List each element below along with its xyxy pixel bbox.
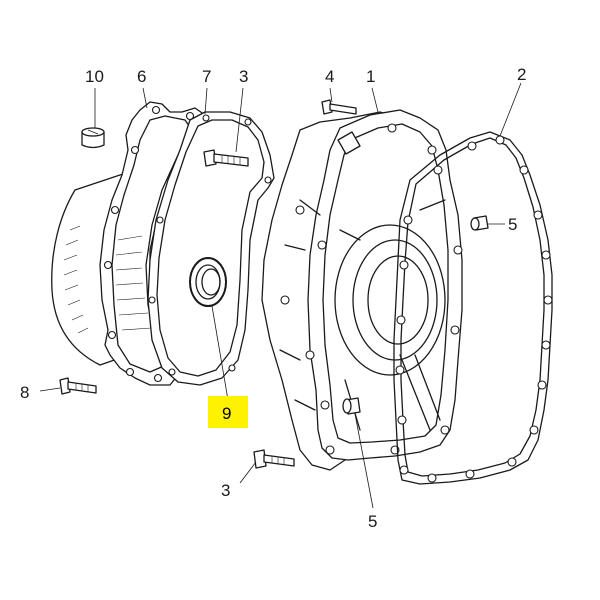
callout-3-top: 3: [239, 67, 248, 86]
part-5-dowel-right: [470, 215, 489, 231]
part-6-outer-cover: [51, 101, 206, 386]
callout-6: 6: [137, 67, 146, 86]
part-10-plug: [81, 127, 105, 149]
part-4-bolt: [321, 99, 357, 115]
part-3-bolt-lower: [253, 449, 295, 469]
callout-2: 2: [517, 65, 526, 84]
leader-lines: [39, 82, 522, 509]
part-1-crankcase-cover: [261, 109, 463, 471]
callout-9: 9: [222, 404, 231, 423]
callout-4: 4: [325, 67, 334, 86]
callout-1: 1: [366, 67, 375, 86]
part-8-bolt: [59, 377, 97, 395]
part-9-oil-seal: [189, 257, 227, 307]
callout-10: 10: [85, 67, 104, 86]
callout-9-highlight: [208, 396, 248, 428]
callout-8: 8: [20, 383, 29, 402]
callout-7: 7: [202, 67, 211, 86]
callout-5-bottom: 5: [368, 512, 377, 531]
part-2-gasket: [393, 131, 553, 485]
part-5-dowel-bottom: [342, 397, 361, 415]
callout-labels: 10 6 7 3 4 1 2 5 8 9 3 5: [20, 65, 526, 531]
callout-3-bottom: 3: [221, 481, 230, 500]
part-3-bolt-upper: [203, 149, 249, 167]
part-7-gasket: [147, 111, 275, 386]
callout-5-right: 5: [508, 215, 517, 234]
